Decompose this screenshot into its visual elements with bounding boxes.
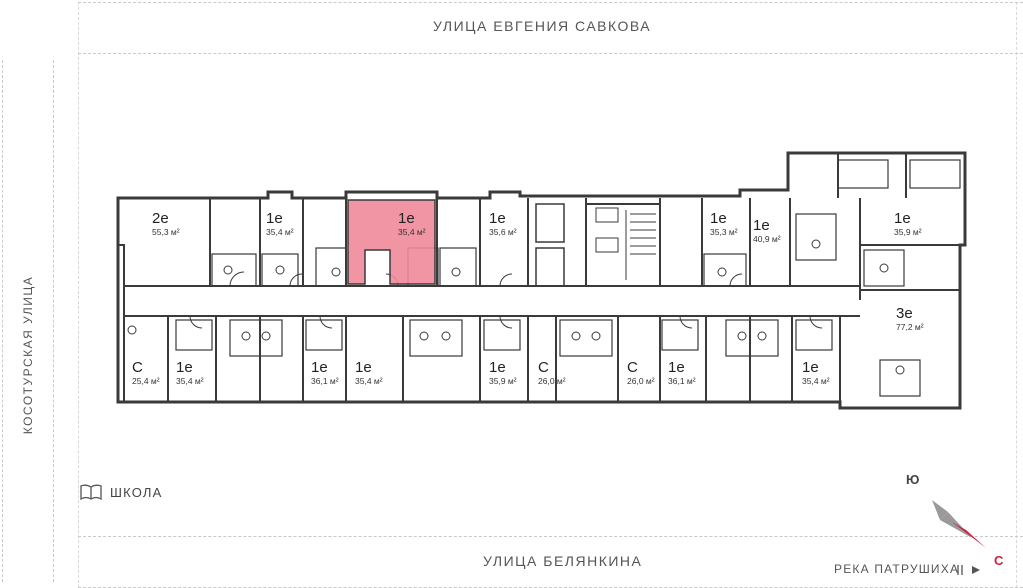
selected-apartment-shape xyxy=(347,199,436,285)
apartment-top-8[interactable]: 3е 77,2 м² xyxy=(896,306,924,333)
apartment-area: 35,4 м² xyxy=(266,227,294,237)
compass-arrow xyxy=(932,500,986,548)
apartment-type: 3е xyxy=(896,305,913,322)
apartment-area: 35,3 м² xyxy=(710,227,738,237)
apartment-area: 36,1 м² xyxy=(668,376,696,386)
apartment-area: 26,0 м² xyxy=(627,376,655,386)
apartment-area: 35,4 м² xyxy=(176,376,204,386)
apartment-area: 35,4 м² xyxy=(398,227,426,237)
apartment-type: 1е xyxy=(668,359,685,376)
guide-line xyxy=(1016,2,1017,588)
apartment-type: 1е xyxy=(355,359,372,376)
apartment-top-5[interactable]: 1е 35,3 м² xyxy=(710,211,738,238)
apartment-bottom-3[interactable]: 1е 36,1 м² xyxy=(311,360,339,387)
apartment-bottom-2[interactable]: 1е 35,4 м² xyxy=(176,360,204,387)
book-icon xyxy=(80,484,102,500)
apartment-area: 77,2 м² xyxy=(896,322,924,332)
apartment-area: 40,9 м² xyxy=(753,234,781,244)
apartment-area: 35,6 м² xyxy=(489,227,517,237)
apartment-bottom-7[interactable]: С 26,0 м² xyxy=(627,360,655,387)
apartment-type: 1е xyxy=(753,217,770,234)
apartment-type: 1е xyxy=(489,210,506,227)
apartment-top-6[interactable]: 1е 40,9 м² xyxy=(753,218,781,245)
river-label: РЕКА ПАТРУШИХА xyxy=(834,562,960,576)
apartment-bottom-1[interactable]: С 25,4 м² xyxy=(132,360,160,387)
river-arrow-icon xyxy=(972,566,980,574)
street-top-label: УЛИЦА ЕВГЕНИЯ САВКОВА xyxy=(433,18,652,34)
apartment-type: 1е xyxy=(311,359,328,376)
street-bottom-label: УЛИЦА БЕЛЯНКИНА xyxy=(483,553,643,569)
apartment-type: 1е xyxy=(176,359,193,376)
apartment-area: 35,9 м² xyxy=(894,227,922,237)
compass-north-label: С xyxy=(994,553,1004,568)
street-top: УЛИЦА ЕВГЕНИЯ САВКОВА xyxy=(78,2,1023,54)
apartment-top-2[interactable]: 1е 35,4 м² xyxy=(266,211,294,238)
apartment-bottom-8[interactable]: 1е 36,1 м² xyxy=(668,360,696,387)
apartment-type: 1е xyxy=(710,210,727,227)
apartment-top-3-selected[interactable]: 1е 35,4 м² xyxy=(398,211,426,238)
apartment-top-4[interactable]: 1е 35,6 м² xyxy=(489,211,517,238)
school-label: ШКОЛА xyxy=(110,484,163,500)
apartment-area: 36,1 м² xyxy=(311,376,339,386)
apartment-bottom-9[interactable]: 1е 35,4 м² xyxy=(802,360,830,387)
apartment-type: С xyxy=(538,359,549,376)
apartment-bottom-4[interactable]: 1е 35,4 м² xyxy=(355,360,383,387)
apartment-type: 1е xyxy=(266,210,283,227)
apartment-type: 1е xyxy=(894,210,911,227)
apartment-type: 1е xyxy=(398,210,415,227)
apartment-type: С xyxy=(132,359,143,376)
apartment-area: 35,4 м² xyxy=(802,376,830,386)
street-left: КОСОТУРСКАЯ УЛИЦА xyxy=(2,60,54,582)
apartment-area: 25,4 м² xyxy=(132,376,160,386)
apartment-bottom-5[interactable]: 1е 35,9 м² xyxy=(489,360,517,387)
apartment-type: 1е xyxy=(489,359,506,376)
apartment-top-7[interactable]: 1е 35,9 м² xyxy=(894,211,922,238)
apartment-area: 35,9 м² xyxy=(489,376,517,386)
school-landmark: ШКОЛА xyxy=(80,482,163,502)
compass-south-label: Ю xyxy=(906,472,920,487)
apartment-top-1[interactable]: 2е 55,3 м² xyxy=(152,211,180,238)
apartment-area: 55,3 м² xyxy=(152,227,180,237)
river-icon xyxy=(957,565,963,575)
apartment-area: 26,0 м² xyxy=(538,376,566,386)
guide-line xyxy=(78,2,79,588)
building-outline xyxy=(116,151,967,410)
apartment-area: 35,4 м² xyxy=(355,376,383,386)
apartment-bottom-6[interactable]: С 26,0 м² xyxy=(538,360,566,387)
apartment-type: С xyxy=(627,359,638,376)
apartment-type: 1е xyxy=(802,359,819,376)
apartment-type: 2е xyxy=(152,210,169,227)
